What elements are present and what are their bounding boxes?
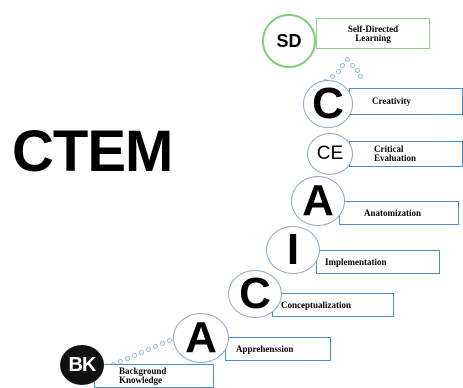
ce-icon: CE: [307, 133, 353, 175]
bk-icon: BK: [60, 345, 104, 385]
step-glyph: SD: [276, 30, 302, 51]
step-glyph: C: [312, 79, 344, 128]
step-creativity: Creativity: [349, 88, 463, 115]
step-apprehenssion: Apprehenssion: [225, 337, 331, 361]
step-label-line: Apprehenssion: [236, 343, 294, 354]
diagram-title: CTEM: [12, 119, 173, 184]
c-letter-icon: C: [228, 270, 282, 318]
step-conceptualization: Conceptualization: [272, 293, 394, 317]
step-label-line: Learning: [355, 32, 391, 43]
step-glyph: A: [185, 313, 217, 362]
step-label-line: Anatomization: [364, 207, 421, 218]
step-label-line: Knowledge: [119, 375, 163, 385]
c-letter-icon: C: [303, 80, 353, 128]
step-label-line: Self-Directed: [347, 23, 399, 34]
i-letter-icon: I: [266, 226, 320, 274]
step-implementation: Implementation: [316, 250, 440, 274]
step-glyph: CE: [316, 143, 344, 164]
step-glyph: I: [286, 225, 300, 274]
step-label-line: Background: [119, 366, 167, 376]
step-label-line: Creativity: [372, 96, 411, 106]
step-glyph: BK: [68, 353, 97, 376]
step-label-line: Conceptualization: [281, 299, 352, 310]
step-label-line: Implementation: [325, 256, 387, 267]
step-label-line: Critical: [374, 144, 404, 154]
step-anatomization: Anatomization: [339, 201, 459, 225]
a-letter-icon: A: [291, 176, 345, 226]
sd-icon: SD: [262, 14, 316, 68]
step-glyph: A: [302, 176, 334, 225]
a-letter-icon: A: [173, 313, 229, 363]
step-label-line: Evaluation: [374, 153, 417, 163]
step-glyph: C: [239, 269, 271, 318]
